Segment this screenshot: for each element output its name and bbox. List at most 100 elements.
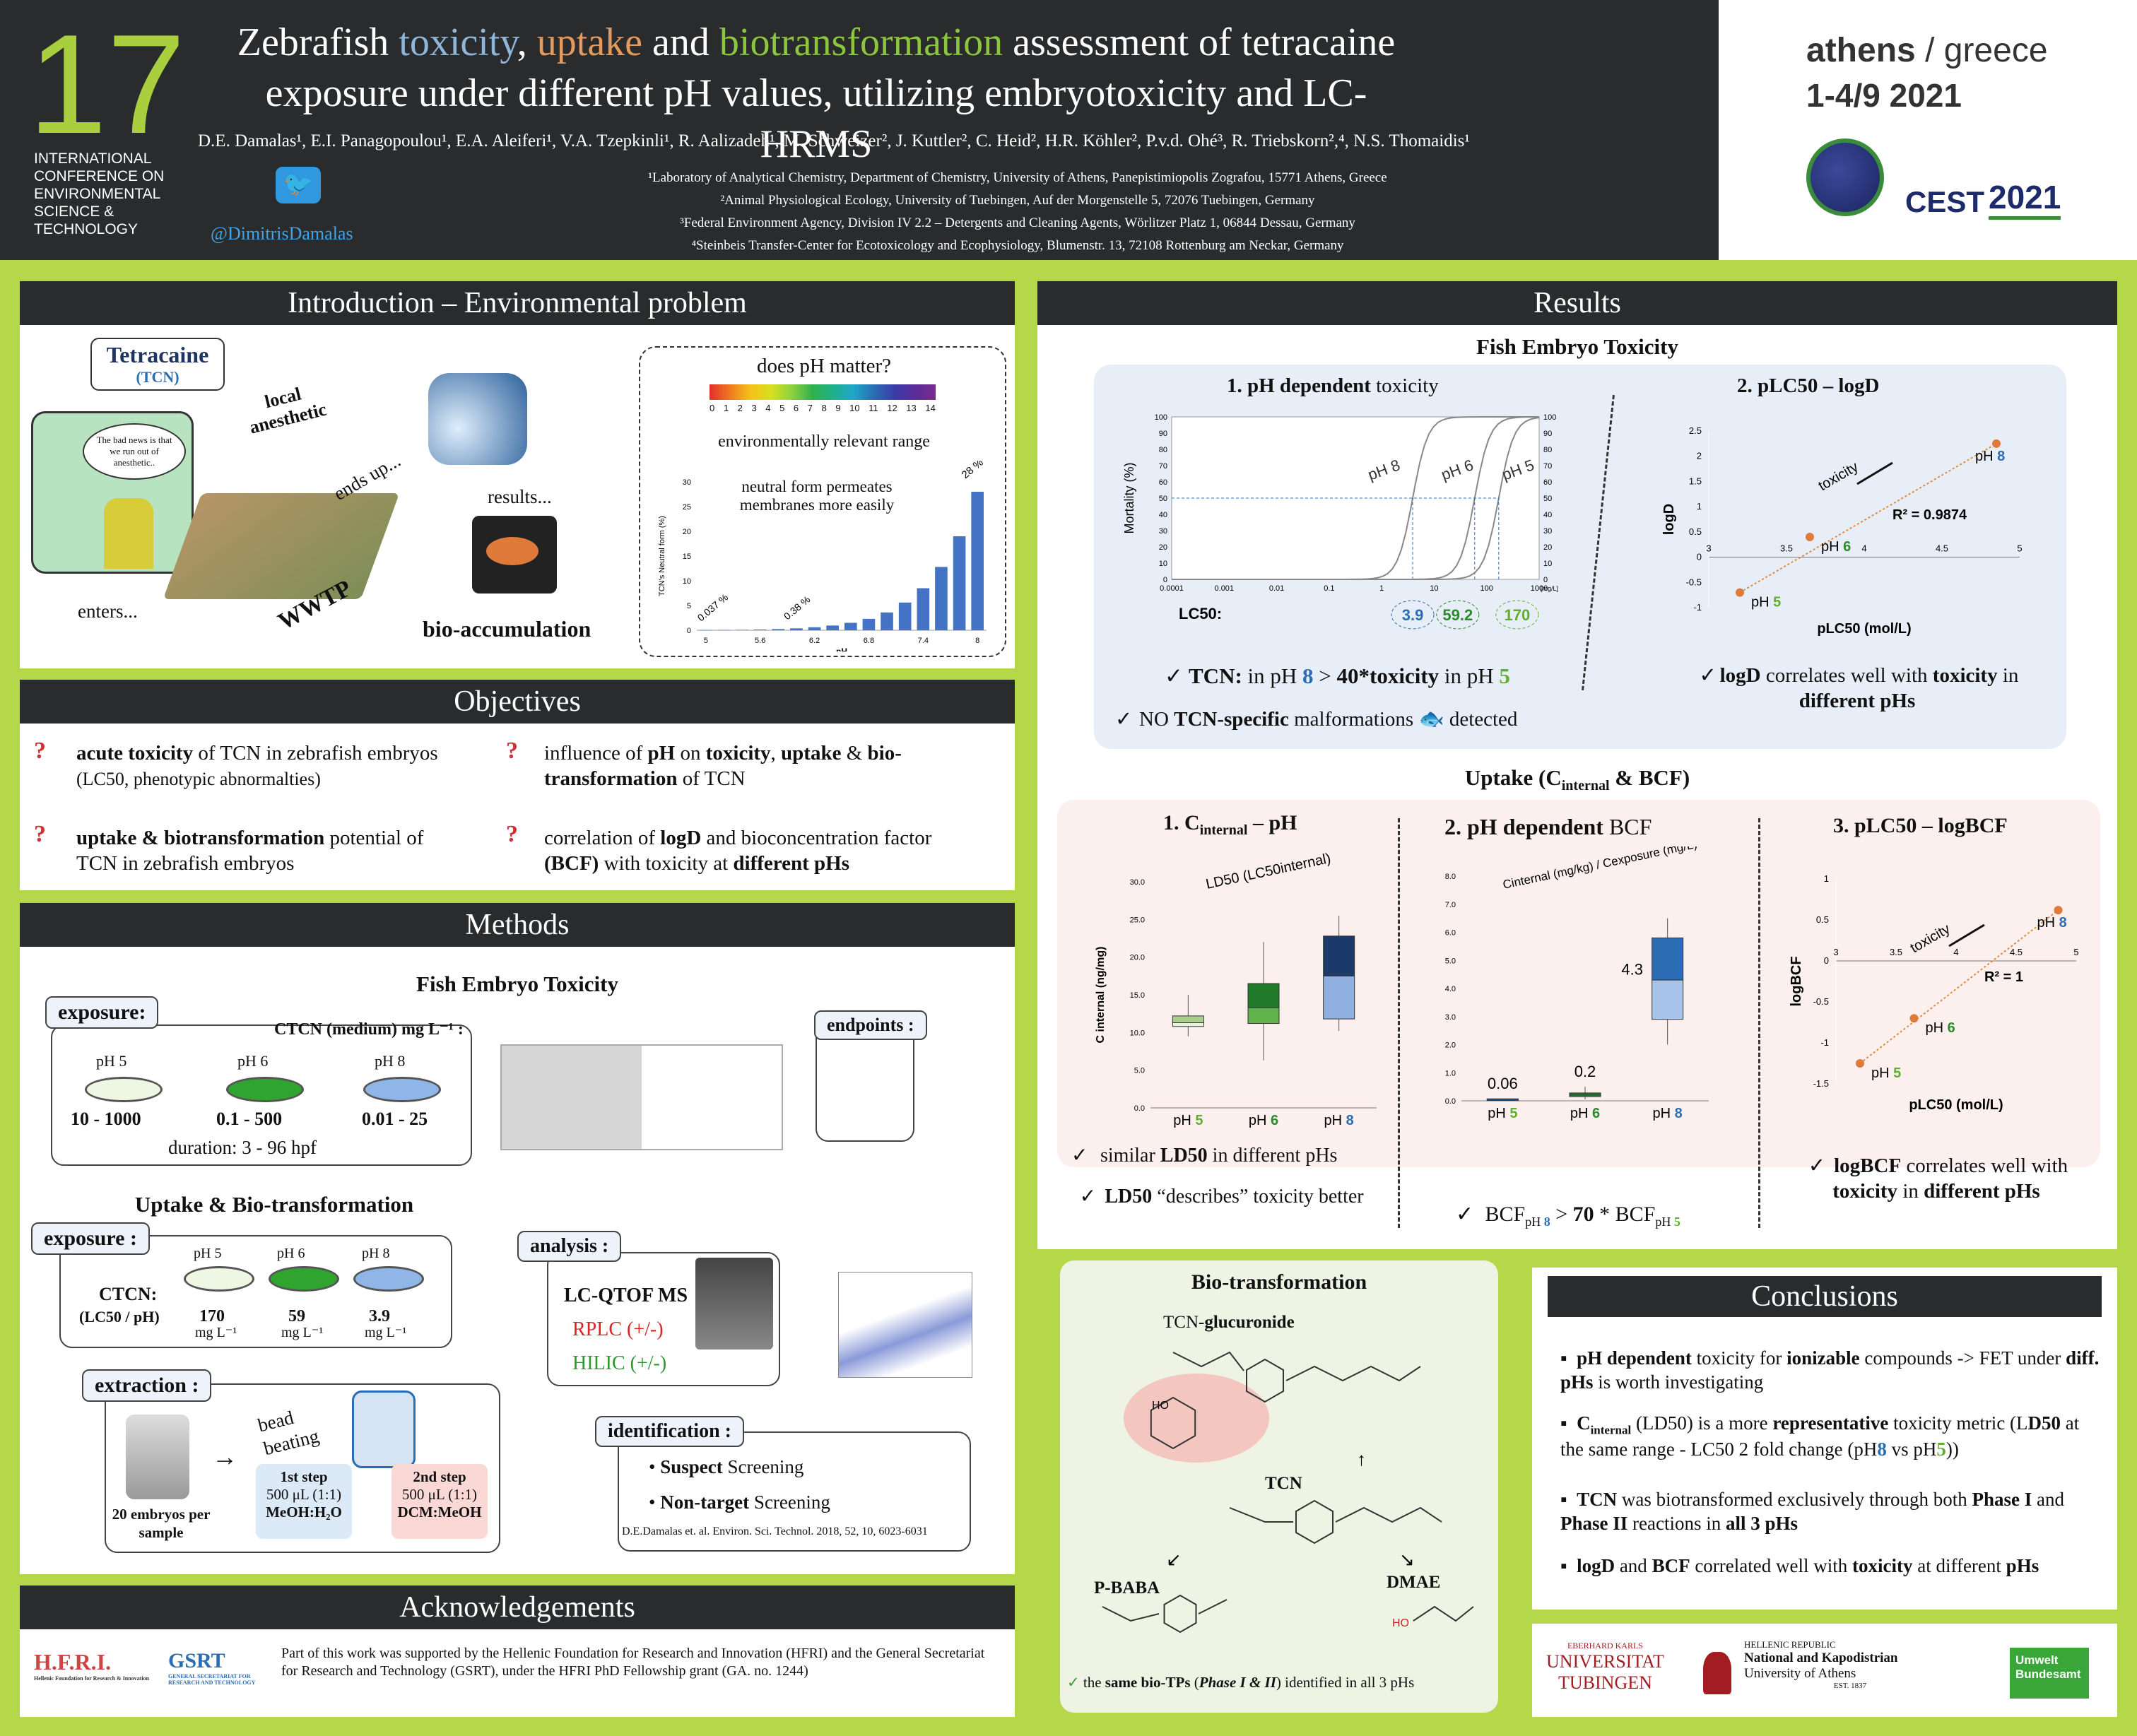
- results-heading: Results: [1037, 281, 2117, 325]
- arrow: →: [212, 1443, 237, 1471]
- cest-year: 2021: [1989, 178, 2061, 220]
- wave-image: [428, 373, 527, 465]
- y-tick-label: -1: [1693, 602, 1702, 613]
- x-tick-label: 4.5: [1936, 543, 1948, 554]
- y-tick-label: 10: [683, 577, 691, 586]
- conc-ph8: 3.9: [369, 1307, 390, 1325]
- y-tick-label: 20: [683, 528, 691, 536]
- suspect-screening: • Suspect Screening: [649, 1456, 804, 1477]
- arrow-down-right: ↘: [1399, 1549, 1415, 1570]
- arrow-up: ↑: [1357, 1448, 1366, 1470]
- y-tick-label: 5.0: [1445, 957, 1456, 965]
- y-tick-label: 3.0: [1445, 1013, 1456, 1022]
- box-upper: [1652, 937, 1684, 981]
- x-tick-label: pH 8: [1653, 1106, 1683, 1121]
- bar: [844, 622, 857, 630]
- y-tick-label: 8.0: [1445, 873, 1456, 881]
- objective-1: acute toxicity of TCN in zebrafish embry…: [76, 742, 438, 790]
- point-label: pH 6: [1821, 539, 1851, 555]
- data-point: [1736, 588, 1744, 597]
- y-tick-label-right: 40: [1543, 511, 1552, 519]
- x-tick-label: pH 6: [1249, 1113, 1278, 1128]
- ph-question: does pH matter?: [756, 355, 892, 377]
- embryos-per-sample: 20 embryos per sample: [112, 1506, 211, 1542]
- identification-label: identification :: [595, 1416, 744, 1447]
- toxicity-arrow: [1856, 461, 1893, 485]
- fet-conclusion-1: ✓TCN: in pH 8 > 40*toxicity in pH 5: [1165, 663, 1510, 688]
- cinternal-title: 1. Cinternal – pH: [1163, 811, 1297, 838]
- y-tick-label: 1: [1697, 501, 1702, 512]
- r-squared: R² = 1: [1984, 969, 2023, 985]
- y-axis-label: C internal (ng/mg): [1095, 947, 1107, 1044]
- y-tick-label: 0: [1697, 552, 1702, 562]
- tube-image: [126, 1415, 189, 1499]
- tcn-chain: [1229, 1506, 1442, 1523]
- y-tick-label-right: 80: [1543, 446, 1552, 454]
- dose-response-curve: [1172, 417, 1540, 580]
- y-tick-label: 1.0: [1445, 1069, 1456, 1077]
- fet-conclusion-3: ✓logD correlates well with toxicity in d…: [1699, 664, 2019, 713]
- ph-tick: 7: [807, 403, 813, 413]
- x-tick-label: 3.5: [1890, 947, 1902, 957]
- x-tick-label: 3.5: [1780, 543, 1793, 554]
- y-tick-label-right: 70: [1543, 462, 1552, 471]
- range-ph5: 10 - 1000: [71, 1109, 141, 1129]
- neutral-note: neutral form permeates membranes more ea…: [739, 478, 895, 514]
- data-point: [1806, 533, 1814, 541]
- x-axis-label: pLC50 (mol/L): [1909, 1097, 2003, 1113]
- tcn-mol-label: TCN: [1265, 1474, 1302, 1493]
- y-tick-label: 1: [1824, 873, 1829, 884]
- point-label: pH 8: [2037, 915, 2067, 931]
- benzene-ring: [1163, 1594, 1197, 1634]
- x-tick-label: 5: [2017, 543, 2022, 554]
- trendline: [1739, 442, 1997, 594]
- twitter-handle[interactable]: @DimitrisDamalas: [211, 223, 353, 244]
- y-tick-label: 100: [1155, 413, 1167, 422]
- x-tick-label: 100: [1480, 584, 1493, 593]
- y-tick-label-right: 20: [1543, 543, 1552, 552]
- y-tick-label: 15: [683, 553, 691, 561]
- tcn-label: Tetracaine (TCN): [90, 338, 225, 391]
- y-tick-label: 0.0: [1134, 1104, 1145, 1113]
- lc50-circle: [1495, 600, 1539, 630]
- y-tick-label: 7.0: [1445, 901, 1456, 909]
- ack-panel: Acknowledgements H.F.R.I.Hellenic Founda…: [20, 1586, 1015, 1717]
- conclusions-heading: Conclusions: [1548, 1276, 2102, 1317]
- lc50-value: 3.9: [1402, 606, 1424, 624]
- bio-heading: Bio-transformation: [1191, 1270, 1367, 1294]
- x-tick-label: 0.01: [1269, 584, 1284, 593]
- globe-icon: [1806, 138, 1884, 216]
- conclusion-4: ▪ logD and BCF correlated well with toxi…: [1560, 1555, 2039, 1576]
- embryo-microscope-image: [500, 1044, 783, 1150]
- ph5-label: pH 5: [194, 1246, 222, 1261]
- unit-ph6: mg L⁻¹: [281, 1325, 324, 1340]
- ph-tick: 14: [925, 403, 936, 413]
- lc50-value: 59.2: [1442, 606, 1473, 624]
- data-point: [1856, 1059, 1864, 1068]
- ester-chain: [1285, 1365, 1421, 1382]
- petri-dish-ph8: [353, 1266, 424, 1292]
- point-label: pH 6: [1926, 1020, 1955, 1036]
- city: athens / greece: [1806, 32, 2048, 69]
- wwtp-image: [163, 493, 400, 599]
- authors: D.E. Damalas¹, E.I. Panagopoulou¹, E.A. …: [198, 131, 1470, 150]
- box-upper: [1323, 935, 1355, 976]
- bar: [808, 627, 821, 630]
- uptake-heading: Uptake (Cinternal & BCF): [1464, 765, 1690, 794]
- y-tick-label: 25.0: [1130, 916, 1145, 924]
- ph6-label: pH 6: [277, 1246, 305, 1261]
- ph-tick: 1: [723, 403, 729, 413]
- box-lower: [1486, 1099, 1519, 1102]
- y-tick-label: -0.5: [1813, 996, 1829, 1007]
- x-tick-label: 4: [1861, 543, 1866, 554]
- x-tick-label: pH 8: [1324, 1113, 1354, 1128]
- y-tick-label: 2.0: [1445, 1041, 1456, 1050]
- conference-badge: athens / greece 1-4/9 2021 CEST 2021: [1719, 0, 2137, 260]
- x-tick-label: 0.001: [1215, 584, 1235, 593]
- x-tick-label: 0.1: [1324, 584, 1334, 593]
- y-tick-label-right: 10: [1543, 560, 1552, 568]
